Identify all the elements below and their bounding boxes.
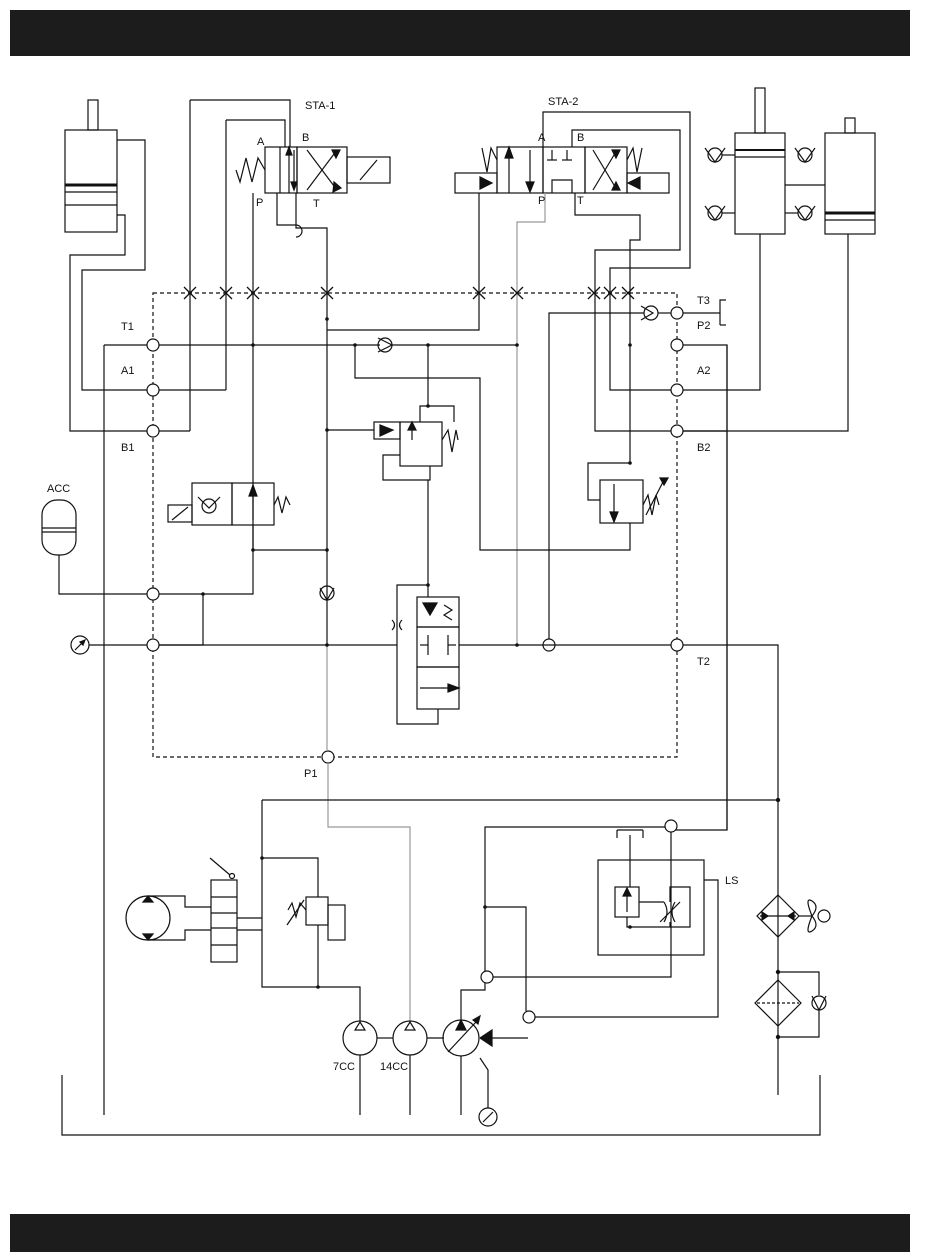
pressure-reducing-valve <box>327 406 458 480</box>
check-valve-center <box>378 338 517 352</box>
oil-cooler <box>757 895 830 937</box>
label-t1: T1 <box>121 321 134 333</box>
directional-valve-lower <box>210 858 262 962</box>
cylinder-right-1 <box>735 88 785 234</box>
check-valves-right <box>705 148 825 220</box>
valve-sta1 <box>236 147 390 645</box>
label-sta2: STA-2 <box>548 96 578 108</box>
label-t3: T3 <box>697 295 710 307</box>
pressure-gauge-bottom <box>479 1058 497 1126</box>
ports-right <box>322 307 683 763</box>
priority-valve <box>392 585 671 724</box>
label-b1: B1 <box>121 442 134 454</box>
label-sta1-t: T <box>313 198 320 210</box>
label-sta2-p: P <box>538 195 545 207</box>
label-ls: LS <box>725 875 738 887</box>
label-b2: B2 <box>697 442 710 454</box>
cylinder-left <box>65 100 153 431</box>
label-acc: ACC <box>47 483 70 495</box>
relief-valve-lower <box>262 858 345 987</box>
label-p1: P1 <box>304 768 317 780</box>
label-sta2-b: B <box>577 132 584 144</box>
cylinder-right-2 <box>825 118 875 234</box>
label-sta1-p: P <box>256 197 263 209</box>
return-filter <box>755 972 826 1037</box>
label-pump-7cc: 7CC <box>333 1061 355 1073</box>
hydraulic-motor <box>126 896 211 940</box>
label-sta1-b: B <box>302 132 309 144</box>
label-p2: P2 <box>697 320 710 332</box>
relief-valve-b2 <box>588 463 668 523</box>
load-sensing-block <box>598 830 704 955</box>
label-a2: A2 <box>697 365 710 377</box>
label-t2: T2 <box>697 656 710 668</box>
label-pump-14cc: 14CC <box>380 1061 408 1073</box>
reservoir-tank <box>62 1075 820 1135</box>
label-sta2-a: A <box>538 132 546 144</box>
label-a1: A1 <box>121 365 134 377</box>
label-sta2-t: T <box>577 195 584 207</box>
label-sta1-a: A <box>257 136 265 148</box>
lift-valve <box>168 483 327 550</box>
pump-variable <box>443 827 668 1115</box>
pressure-gauge-left <box>71 636 147 654</box>
label-sta1: STA-1 <box>305 100 335 112</box>
accumulator <box>42 500 147 594</box>
valve-sta2 <box>455 147 669 193</box>
